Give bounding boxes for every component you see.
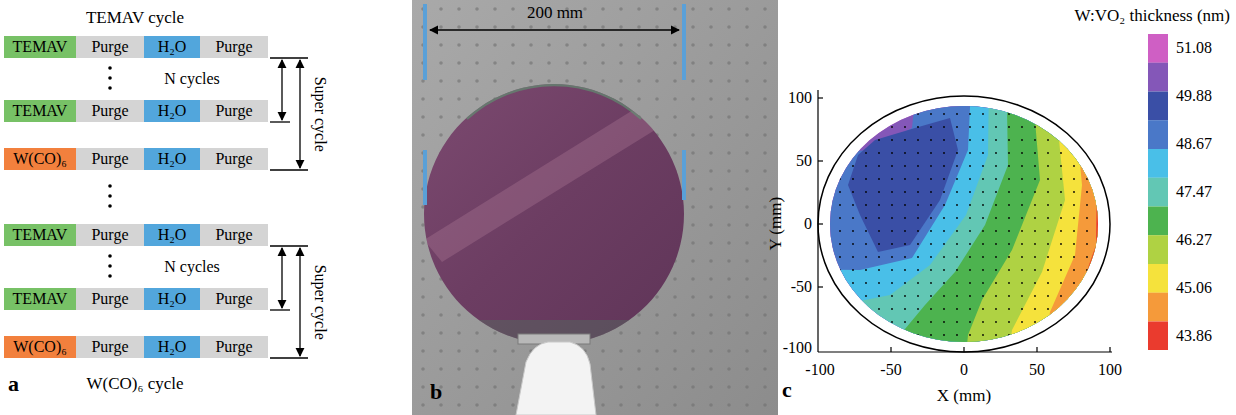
- axis-tick: 0: [960, 361, 968, 379]
- plot-axes: [818, 90, 1112, 352]
- process-step-box: Purge: [200, 224, 268, 246]
- wafer-photo: [412, 0, 778, 415]
- process-step-box: Purge: [76, 224, 144, 246]
- process-step-box: Purge: [76, 148, 144, 170]
- colorbar-value: 49.88: [1176, 87, 1212, 105]
- step-name: TEMAV: [13, 102, 68, 120]
- step-name: H₂O: [158, 338, 187, 356]
- process-step-box: Purge: [200, 288, 268, 310]
- process-step-box: TEMAV: [4, 100, 76, 122]
- step-name: H₂O: [158, 226, 187, 244]
- step-name: TEMAV: [13, 38, 68, 56]
- repeat-count: N cycles: [164, 70, 220, 88]
- process-step-box: W(CO)₆: [4, 336, 76, 358]
- process-step-box: TEMAV: [4, 36, 76, 58]
- process-step-box: Purge: [200, 336, 268, 358]
- panel-letter: c: [782, 377, 792, 402]
- axis-tick: 0: [804, 215, 812, 233]
- axis-tick: -50: [880, 361, 901, 379]
- process-step-box: W(CO)₆: [4, 148, 76, 170]
- cycle-title: TEMAV cycle: [86, 8, 184, 28]
- process-step-box: Purge: [200, 36, 268, 58]
- step-name: H₂O: [158, 38, 187, 56]
- process-step-box: H₂O: [144, 100, 200, 122]
- process-step-box: H₂O: [144, 148, 200, 170]
- axis-title: Y (mm): [766, 197, 786, 251]
- process-step-box: Purge: [200, 100, 268, 122]
- panel-letter: a: [8, 371, 19, 396]
- step-name: TEMAV: [13, 290, 68, 308]
- process-step-box: H₂O: [144, 224, 200, 246]
- colorbar-value: 43.86: [1176, 327, 1212, 345]
- step-name: Purge: [91, 102, 128, 120]
- colorbar-value: 48.67: [1176, 135, 1212, 153]
- step-name: Purge: [215, 338, 252, 356]
- step-name: W(CO)₆: [13, 338, 67, 356]
- step-name: Purge: [215, 290, 252, 308]
- process-step-box: Purge: [200, 148, 268, 170]
- axis-tick: 50: [1029, 361, 1045, 379]
- axis-tick: -100: [805, 361, 834, 379]
- colorbar-title: W:VO₂ thickness (nm): [1075, 6, 1230, 26]
- step-name: Purge: [215, 102, 252, 120]
- repeat-count: N cycles: [164, 258, 220, 276]
- thickness-contour-map: [700, 0, 1200, 415]
- step-name: H₂O: [158, 150, 187, 168]
- colorbar-value: 47.47: [1176, 183, 1212, 201]
- step-name: H₂O: [158, 102, 187, 120]
- color-bar: [1148, 34, 1168, 350]
- axis-tick: 50: [796, 152, 812, 170]
- step-name: Purge: [215, 38, 252, 56]
- process-step-box: H₂O: [144, 288, 200, 310]
- axis-tick: 100: [788, 89, 812, 107]
- colorbar-value: 51.08: [1176, 39, 1212, 57]
- colorbar-value: 46.27: [1176, 231, 1212, 249]
- axis-tick: -100: [783, 339, 812, 357]
- process-step-box: H₂O: [144, 336, 200, 358]
- step-name: Purge: [215, 150, 252, 168]
- colorbar-value: 45.06: [1176, 279, 1212, 297]
- cycle-brackets: [270, 58, 308, 358]
- cycle-title: W(CO)₆ cycle: [86, 374, 183, 394]
- step-name: Purge: [91, 38, 128, 56]
- wafer-outline: [818, 96, 1110, 352]
- step-name: Purge: [91, 290, 128, 308]
- bracket-label: Super cycle: [311, 76, 329, 151]
- process-step-box: Purge: [76, 336, 144, 358]
- axis-title: X (mm): [937, 386, 991, 406]
- dimension-label: 200 mm: [527, 3, 583, 23]
- axis-tick: 100: [1098, 361, 1122, 379]
- process-step-box: TEMAV: [4, 224, 76, 246]
- axis-tick: -50: [791, 278, 812, 296]
- step-name: Purge: [91, 338, 128, 356]
- process-step-box: Purge: [76, 100, 144, 122]
- step-name: W(CO)₆: [13, 150, 67, 168]
- process-step-box: H₂O: [144, 36, 200, 58]
- bracket-label: Super cycle: [311, 264, 329, 339]
- scale-markers: [425, 4, 684, 205]
- continuation-dots: [108, 66, 112, 278]
- step-name: Purge: [215, 226, 252, 244]
- step-name: TEMAV: [13, 226, 68, 244]
- process-step-box: TEMAV: [4, 288, 76, 310]
- process-step-box: Purge: [76, 36, 144, 58]
- process-step-box: Purge: [76, 288, 144, 310]
- step-name: Purge: [91, 226, 128, 244]
- panel-letter: b: [430, 379, 442, 404]
- step-name: H₂O: [158, 290, 187, 308]
- step-name: Purge: [91, 150, 128, 168]
